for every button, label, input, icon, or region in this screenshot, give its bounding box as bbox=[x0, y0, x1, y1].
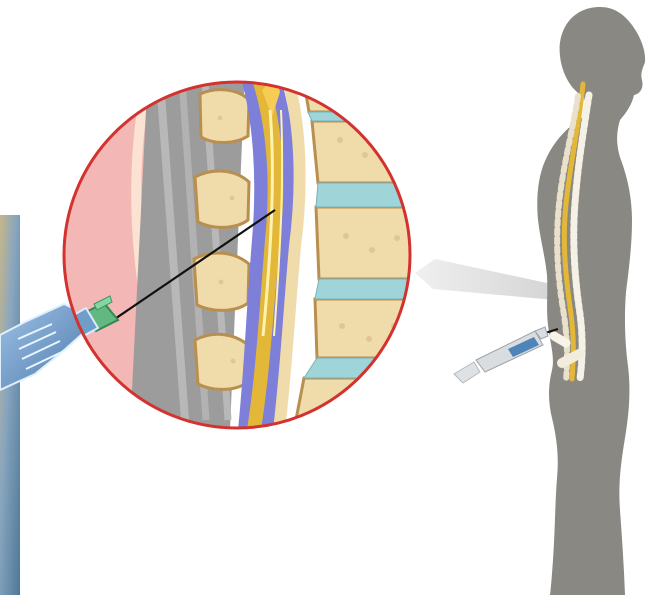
zoom-circle-icon bbox=[52, 70, 430, 450]
body-syringe-icon bbox=[454, 327, 558, 383]
callout-arrow-icon bbox=[415, 259, 555, 300]
blurred-photo-strip bbox=[0, 215, 20, 595]
